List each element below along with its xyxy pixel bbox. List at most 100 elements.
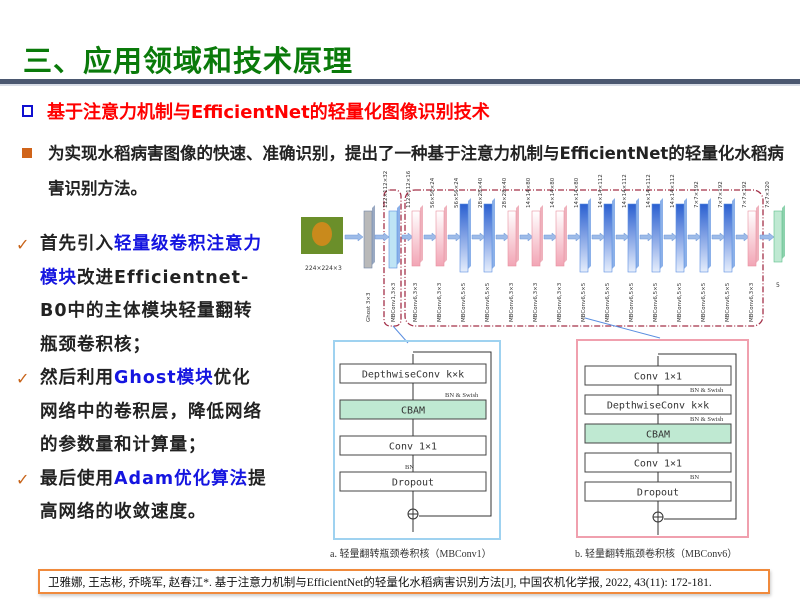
intro-paragraph: 为实现水稻病害图像的快速、准确识别，提出了一种基于注意力机制与Efficient… — [22, 136, 792, 206]
flow-arrow — [639, 232, 654, 242]
activation-note: BN & Swish — [445, 392, 479, 399]
block-dim-label: 112×112×16 — [406, 170, 412, 208]
network-block-side — [492, 198, 495, 269]
point-text: 优化网络中的卷积层，降低网络的参数量和计算量； — [40, 368, 262, 455]
flow-arrow — [615, 232, 630, 242]
mbconv6-panel — [576, 339, 749, 538]
layer-label: Conv 1×1 — [634, 372, 682, 383]
mbconv1-block — [388, 210, 398, 269]
flow-arrow — [567, 232, 582, 242]
point-highlight: Ghost模块 — [114, 368, 214, 388]
mbconv1-group-frame — [383, 189, 402, 327]
flow-arrow — [711, 232, 726, 242]
block-dim-label: 14×14×112 — [646, 174, 652, 208]
network-block — [699, 203, 709, 273]
network-block — [603, 203, 613, 273]
layer-label: DepthwiseConv k×k — [362, 370, 464, 381]
mbconv1-panel — [333, 340, 501, 540]
network-block — [747, 210, 757, 267]
mbconv1-dim-label: 112×112×32 — [383, 171, 389, 208]
flow-arrow — [543, 232, 558, 242]
flow-arrow — [735, 232, 750, 242]
point-text: 然后利用 — [40, 368, 114, 388]
network-block — [411, 210, 421, 267]
block-dim-label: 14×14×112 — [598, 174, 604, 208]
section-subtitle: 基于注意力机制与EfficientNet的轻量化图像识别技术 — [22, 98, 490, 124]
block-type-label: MBConv6,5×5 — [653, 282, 659, 322]
output-block-side — [782, 205, 785, 259]
method-points: ✓ 首先引入轻量级卷积注意力模块改进Efficientnet-B0中的主体模块轻量… — [16, 228, 276, 530]
block-type-label: MBConv6,3×3 — [509, 282, 515, 322]
ghost-block-side — [372, 205, 375, 265]
network-block — [579, 203, 589, 273]
network-block — [435, 210, 445, 267]
layer-label: Conv 1×1 — [389, 442, 437, 453]
output-label: 5 — [776, 282, 780, 289]
check-icon: ✓ — [16, 469, 31, 489]
mbconv6-caption: b. 轻量翻转瓶颈卷积核（MBConv6） — [575, 547, 737, 560]
block-type-label: MBConv6,5×5 — [605, 282, 611, 322]
network-block-side — [756, 205, 759, 263]
rice-panicle — [312, 222, 332, 246]
network-block — [507, 210, 517, 267]
network-block — [483, 203, 493, 273]
block-dim-label: 14×14×80 — [574, 177, 580, 208]
flow-arrow — [495, 232, 510, 242]
network-block — [459, 203, 469, 273]
point-highlight: 轻量级卷积注意力模块 — [40, 234, 262, 288]
block-type-label: MBConv6,3×3 — [533, 282, 539, 322]
network-block — [651, 203, 661, 273]
flow-arrow — [344, 232, 364, 242]
network-block-side — [588, 198, 591, 269]
ghost-block — [363, 210, 373, 269]
block-type-label: MBConv6,5×5 — [701, 282, 707, 322]
flow-arrow — [519, 232, 534, 242]
network-block — [555, 210, 565, 267]
block-type-label: MBConv6,5×5 — [461, 282, 467, 322]
add-operation-icon — [408, 509, 418, 519]
mbconv6-group-frame — [404, 189, 764, 327]
network-block-side — [516, 205, 519, 263]
block-dim-label: 28×28×40 — [502, 177, 508, 208]
layer-label: CBAM — [646, 430, 670, 441]
point-text: 提高网络的收敛速度。 — [40, 468, 267, 523]
zoom-line-mbconv6 — [584, 317, 661, 339]
add-operation-icon — [653, 512, 663, 522]
citation-box: 卫雅娜, 王志彬, 乔晓军, 赵春江*. 基于注意力机制与EfficientNe… — [38, 569, 770, 594]
subtitle-text: 基于注意力机制与EfficientNet的轻量化图像识别技术 — [47, 102, 490, 123]
block-type-label: MBConv6,5×5 — [677, 282, 683, 322]
flow-arrow — [374, 232, 390, 242]
mbconv1-block-side — [397, 205, 400, 265]
network-block-side — [468, 198, 471, 269]
layer-label: Dropout — [637, 488, 679, 499]
point-text: 改进Efficientnet-B0中的主体模块轻量翻转瓶颈卷积核； — [40, 267, 253, 355]
network-block-side — [732, 198, 735, 269]
layer-label: DepthwiseConv k×k — [607, 401, 709, 412]
block-dim-label: 7×7×192 — [718, 181, 724, 208]
point-text: 最后使用 — [40, 468, 114, 489]
title-divider — [0, 79, 800, 84]
layer-label: Dropout — [392, 478, 434, 489]
check-icon: ✓ — [16, 369, 31, 388]
block-dim-label: 14×14×112 — [670, 174, 676, 208]
block-type-label: MBConv6,3×3 — [437, 282, 443, 322]
flow-arrow — [687, 232, 702, 242]
flow-arrow — [663, 232, 678, 242]
activation-note: BN — [405, 464, 414, 471]
square-bullet-icon — [22, 148, 32, 158]
mbconv1-caption: a. 轻量翻转瓶颈卷积核（MBConv1） — [330, 547, 492, 560]
network-block-side — [564, 205, 567, 263]
output-block — [773, 210, 783, 263]
network-block — [675, 203, 685, 273]
network-block-side — [444, 205, 447, 263]
square-bullet-icon — [22, 105, 33, 117]
point-text: 首先引入 — [40, 234, 114, 254]
block-dim-label: 14×14×80 — [526, 177, 532, 208]
block-dim-label: 28×28×40 — [478, 177, 484, 208]
network-block — [627, 203, 637, 273]
point-item: ✓ 首先引入轻量级卷积注意力模块改进Efficientnet-B0中的主体模块轻量… — [16, 228, 276, 362]
block-type-label: MBConv6,5×5 — [485, 282, 491, 322]
block-type-label: MBConv6,3×3 — [557, 282, 563, 322]
check-icon: ✓ — [16, 235, 31, 254]
